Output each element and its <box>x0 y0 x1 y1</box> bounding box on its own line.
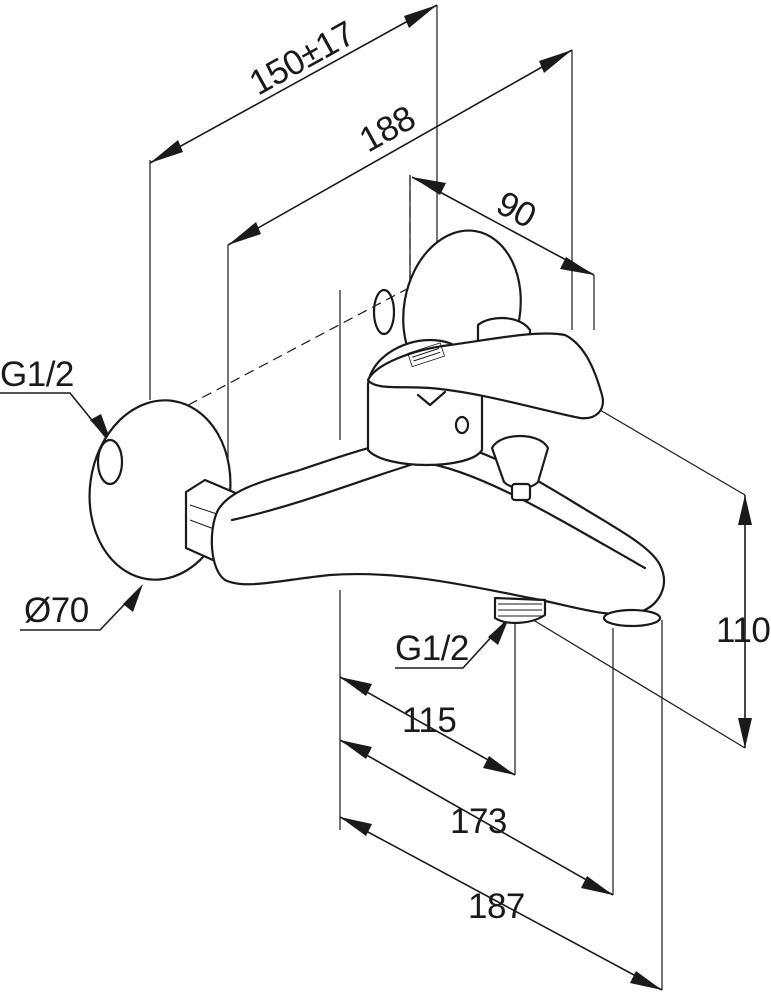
brand-logo <box>407 342 446 368</box>
dim-label-187: 187 <box>468 887 525 926</box>
dim-label-188: 188 <box>353 98 422 160</box>
inlet-thread-label: G1/2 <box>0 355 74 394</box>
escutcheon-diameter-label: Ø70 <box>24 591 89 630</box>
faucet-body <box>88 229 665 628</box>
lever-handle <box>366 332 604 420</box>
left-inlet-stub <box>96 438 124 486</box>
dim-label-115: 115 <box>402 701 456 740</box>
dim-label-173: 173 <box>450 802 507 841</box>
dim-label-150: 150±17 <box>243 14 361 103</box>
thread-labels: G1/2 G1/2 Ø70 <box>0 355 469 668</box>
dim-label-90: 90 <box>490 184 542 236</box>
right-inlet-stub <box>372 288 396 336</box>
dim-label-110: 110 <box>716 611 770 650</box>
dimension-lines <box>149 4 752 991</box>
diverter-knob-stem <box>510 482 532 502</box>
spout-outlet <box>602 608 662 628</box>
diverter-knob <box>490 435 550 490</box>
leader-lines <box>0 392 509 669</box>
outlet-thread-label: G1/2 <box>395 629 469 668</box>
